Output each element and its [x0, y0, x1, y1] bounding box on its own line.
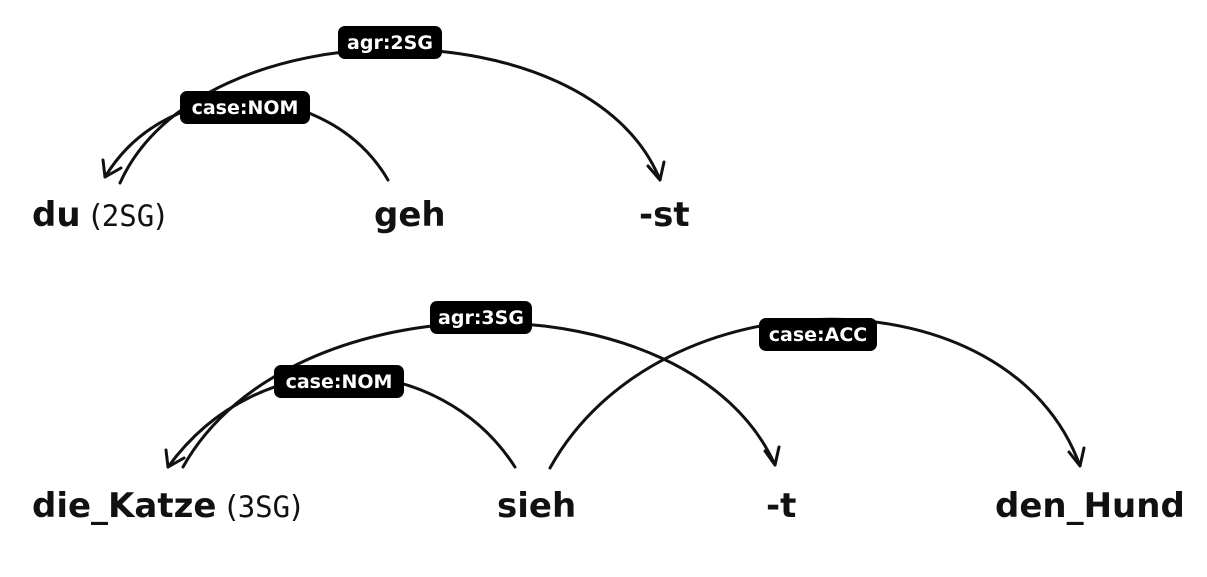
- arc-label-text: case:ACC: [769, 324, 867, 346]
- word-du: du (2SG): [32, 195, 166, 235]
- word-feature: 2SG: [102, 199, 154, 233]
- arrowhead-case-acc: [1067, 446, 1086, 468]
- word-text: die_Katze: [32, 486, 216, 526]
- word-sieh: sieh: [497, 486, 576, 526]
- arrowhead-case-nom-1: [101, 158, 123, 179]
- diagram-1: agr:2SG case:NOM du (2SG) geh -st: [32, 26, 690, 235]
- arc-agr-3sg: [181, 321, 777, 469]
- diagram-2: agr:3SG case:NOM case:ACC die_Katze (3SG…: [32, 301, 1185, 526]
- word-st: -st: [639, 195, 690, 235]
- arc-label-text: case:NOM: [286, 371, 393, 393]
- arc-label-text: agr:2SG: [347, 32, 433, 54]
- arc-label-case-nom-1: case:NOM: [180, 91, 310, 124]
- word-text: du: [32, 195, 81, 235]
- arc-label-agr-2sg: agr:2SG: [338, 26, 442, 59]
- arc-label-text: agr:3SG: [438, 307, 524, 329]
- arrowhead-agr-3sg: [763, 445, 781, 467]
- arrowhead-agr-2sg: [646, 160, 666, 182]
- word-die-katze: die_Katze (3SG): [32, 486, 302, 526]
- word-den-hund: den_Hund: [995, 486, 1185, 526]
- arrowhead-case-nom-2: [164, 448, 186, 469]
- arc-label-case-nom-2: case:NOM: [274, 365, 404, 398]
- word-feature: 3SG: [238, 490, 290, 524]
- word-t: -t: [766, 486, 796, 526]
- word-geh: geh: [374, 195, 446, 235]
- arc-label-agr-3sg: agr:3SG: [430, 301, 532, 334]
- arc-label-text: case:NOM: [192, 97, 299, 119]
- arc-label-case-acc: case:ACC: [759, 318, 877, 351]
